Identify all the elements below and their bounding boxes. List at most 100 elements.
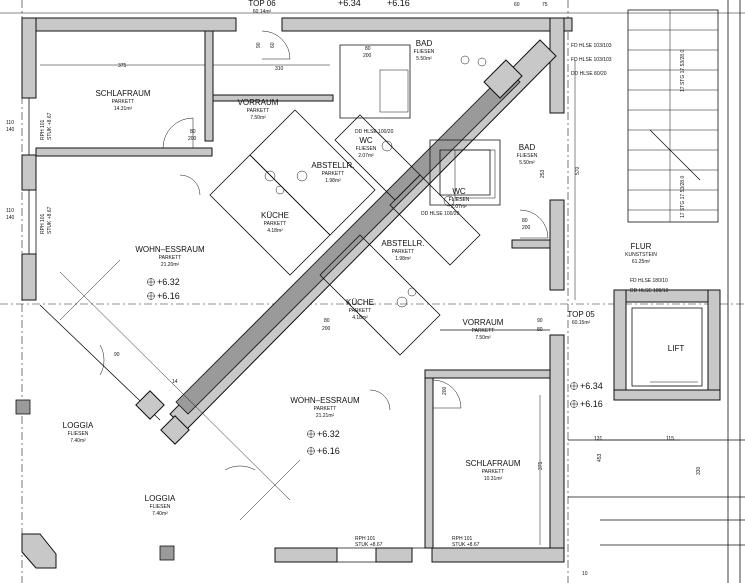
room-finish: KUNSTSTEIN [625, 252, 657, 258]
dim-80d: 80 [537, 327, 543, 333]
level-marker-icon [147, 292, 155, 300]
room-name-lift: LIFT [668, 344, 685, 353]
dim-330: 330 [696, 466, 702, 475]
dim-75: 75 [542, 2, 548, 8]
note-stuk-l2: STUK +8.67 [47, 206, 53, 234]
windows [22, 97, 432, 563]
dim-140a: 140 [6, 127, 15, 133]
dim-80b: 80 [365, 46, 371, 52]
dim-140b: 140 [6, 215, 15, 221]
level-marker-icon [570, 400, 578, 408]
room-name-loggia-l: LOGGIA [63, 421, 94, 430]
room-area: 10.31m² [484, 476, 503, 482]
unit-name-top05: TOP 05 [567, 310, 595, 319]
room-finish: PARKETT [247, 108, 270, 114]
right-walls [424, 239, 551, 549]
room-name-wohn-b: WOHN–ESSRAUM [290, 396, 360, 405]
room-finish: PARKETT [264, 221, 287, 227]
annotations: FD HLSE 103/103 FD HLSE 103/103 DD HLSE … [40, 43, 686, 548]
room-finish: FLIESEN [414, 49, 435, 55]
level-marker-icon [147, 278, 155, 286]
note-dd1: DD HLSE 80/20 [571, 71, 607, 77]
level-flur-b: +6.16 [580, 399, 603, 409]
dim-253: 253 [540, 169, 546, 178]
room-name-bad-t: BAD [416, 39, 433, 48]
room-finish: FLIESEN [68, 431, 89, 437]
room-finish: PARKETT [482, 469, 505, 475]
room-name-vorraum-t: VORRAUM [238, 98, 279, 107]
unit-labels: TOP 06 60.14m² +6.34 +6.16 TOP 05 60.15m… [248, 0, 595, 326]
level-markers [147, 278, 578, 455]
room-labels: SCHLAFRAUM PARKETT 14.31m² VORRAUM PARKE… [63, 39, 685, 517]
note-dd-wc-r: DD HLSE 100/20 [421, 211, 460, 217]
dim-453: 453 [597, 453, 603, 462]
room-area: 7.40m² [152, 511, 168, 517]
room-area: 7.50m² [475, 335, 491, 341]
room-area: 2.07m² [358, 153, 374, 159]
dim-200c: 200 [522, 225, 531, 231]
room-area: 1.98m² [325, 178, 341, 184]
room-finish: FLIESEN [449, 197, 470, 203]
dim-80a: 80 [190, 129, 196, 135]
unit-area-top05: 60.15m² [572, 320, 591, 326]
note-rph-l2: RPH 101 [40, 213, 46, 234]
note-stg2: 17 STG 17.53/28.0 [680, 176, 686, 218]
room-area: 2.07m² [451, 204, 467, 210]
dim-375t: 375 [118, 63, 127, 69]
outer-walls [15, 17, 573, 569]
room-finish: FLIESEN [150, 504, 171, 510]
dim-110a: 110 [6, 120, 14, 126]
dimension-values: 375 310 80 200 90 80 200 60 110 140 110 … [6, 2, 702, 577]
room-area: 4.18m² [352, 315, 368, 321]
room-name-flur: FLUR [631, 242, 652, 251]
note-rph-b1: RPH 101 [355, 536, 376, 542]
stairwell [568, 0, 745, 583]
level-wohn-t-b: +6.16 [157, 291, 180, 301]
level-wohn-b-b: +6.16 [317, 446, 340, 456]
room-area: 14.31m² [114, 106, 133, 112]
dim-375r: 375 [538, 461, 544, 470]
room-name-abstellr-r: ABSTELLR. [381, 239, 424, 248]
room-finish: PARKETT [349, 308, 372, 314]
dim-200e: 200 [322, 326, 331, 332]
dim-570: 570 [575, 166, 581, 175]
wet-cores [209, 44, 501, 356]
room-finish: PARKETT [392, 249, 415, 255]
unit-name-top06: TOP 06 [248, 0, 276, 8]
level-marker-icon [307, 430, 315, 438]
dim-60: 60 [270, 42, 276, 48]
unit-level-top06: +6.34 [338, 0, 361, 8]
room-area: 5.50m² [416, 56, 432, 62]
unit-area-top06: 60.14m² [253, 9, 272, 15]
room-area: 1.98m² [395, 256, 411, 262]
room-name-kueche-t: KÜCHE [261, 211, 289, 220]
door-swings [99, 30, 549, 471]
note-fd2: FD HLSE 103/103 [571, 57, 612, 63]
diagonal-party-wall [135, 39, 557, 445]
level-marker-icon [570, 382, 578, 390]
room-area: 61.25m² [632, 259, 651, 265]
room-finish: FLIESEN [356, 146, 377, 152]
room-area: 21.21m² [316, 413, 335, 419]
dim-80c: 80 [522, 218, 528, 224]
level-values: +6.32 +6.16 +6.32 +6.16 +6.34 +6.16 [157, 277, 603, 456]
dim-115: 115 [666, 436, 674, 442]
room-name-loggia-b: LOGGIA [145, 494, 176, 503]
level-marker-icon [307, 447, 315, 455]
room-area: 4.18m² [267, 228, 283, 234]
room-name-vorraum-r: VORRAUM [463, 318, 504, 327]
inner-walls [35, 30, 334, 421]
room-area: 7.40m² [70, 438, 86, 444]
note-dd-flur: DD HLSE 180/10 [630, 288, 669, 294]
note-rph-l1: RPH 101 [40, 119, 46, 140]
dim-14: 14 [172, 379, 178, 385]
dim-200b: 200 [363, 53, 372, 59]
dim-90c: 90 [114, 352, 120, 358]
room-finish: PARKETT [322, 171, 345, 177]
note-stuk-l1: STUK +8.67 [47, 112, 53, 140]
dim-10: 10 [582, 571, 588, 577]
room-name-kueche-r: KÜCHE [346, 298, 374, 307]
room-name-wc-r: WC [452, 187, 466, 196]
unit-level2-top06: +6.16 [387, 0, 410, 8]
